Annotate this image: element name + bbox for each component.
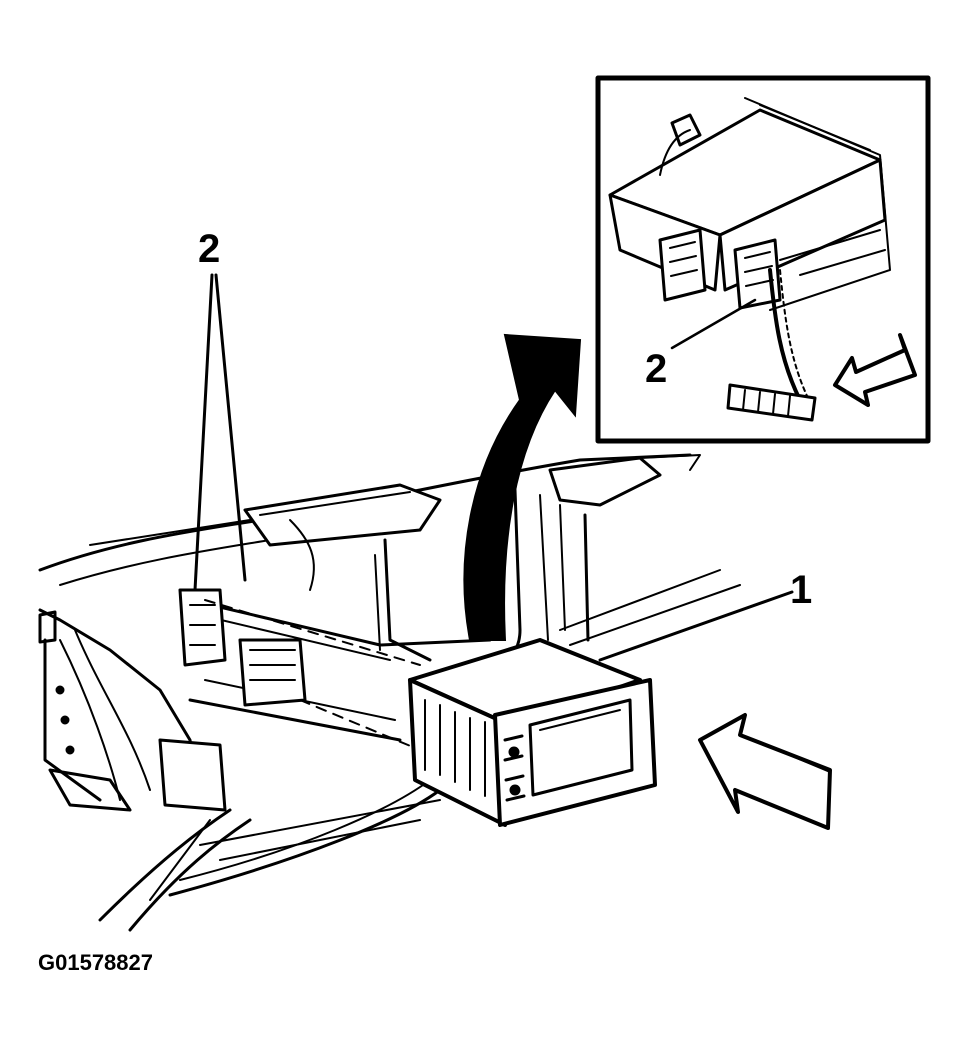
curved-arrow	[463, 333, 582, 641]
callout-connector-main: 2	[198, 227, 220, 271]
figure-id: G01578827	[38, 950, 153, 975]
install-arrow	[698, 713, 832, 830]
radio-unit	[408, 638, 657, 827]
callout-connector-inset: 2	[645, 347, 667, 391]
leader-lines	[193, 273, 794, 662]
detail-inset	[595, 75, 931, 444]
callout-radio-unit: 1	[790, 568, 812, 612]
